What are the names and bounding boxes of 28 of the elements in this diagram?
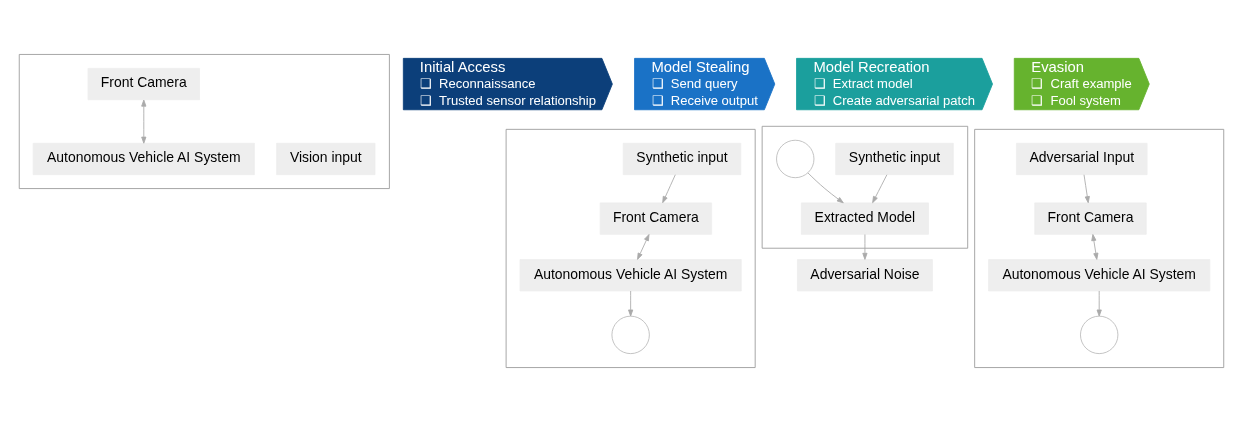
node-box: Synthetic input bbox=[622, 142, 742, 175]
node-box: Autonomous Vehicle AI System bbox=[988, 258, 1211, 291]
arrow bbox=[628, 290, 634, 316]
arrow bbox=[1096, 290, 1102, 316]
node-box: Autonomous Vehicle AI System bbox=[32, 142, 255, 175]
cluster bbox=[18, 53, 390, 189]
node-box: Front Camera bbox=[1034, 202, 1147, 235]
node-box: Front Camera bbox=[87, 67, 200, 100]
arrow bbox=[1091, 233, 1099, 260]
node-circle bbox=[776, 139, 815, 178]
arrow bbox=[1083, 173, 1090, 203]
cluster bbox=[974, 128, 1225, 368]
node-box: Front Camera bbox=[599, 202, 713, 235]
node-box: Autonomous Vehicle AI System bbox=[519, 258, 742, 291]
node-circle bbox=[611, 315, 650, 354]
arrow bbox=[141, 99, 147, 144]
node-box: Extracted Model bbox=[800, 202, 929, 235]
node-circle bbox=[1080, 315, 1119, 354]
cluster bbox=[761, 125, 969, 249]
arrow bbox=[807, 171, 844, 203]
node-box: Synthetic input bbox=[835, 142, 954, 175]
node-box: Adversarial Noise bbox=[797, 258, 933, 291]
arrow bbox=[872, 173, 888, 203]
cluster bbox=[505, 128, 756, 368]
arrow bbox=[662, 173, 676, 203]
arrow bbox=[637, 233, 650, 260]
arrow bbox=[862, 233, 868, 260]
node-box: Adversarial Input bbox=[1016, 142, 1148, 175]
